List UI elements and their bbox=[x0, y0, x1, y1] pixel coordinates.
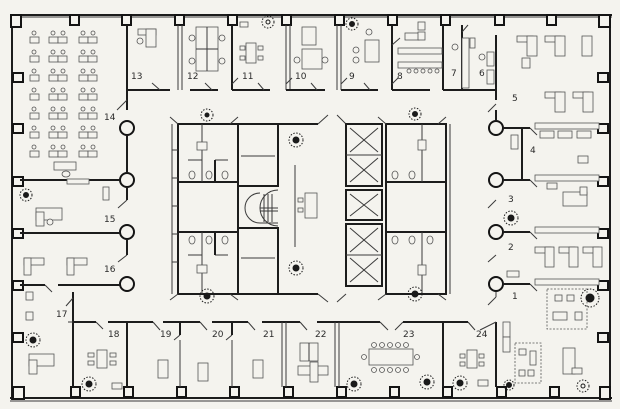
columns-sides bbox=[12, 72, 609, 343]
plant-icon bbox=[576, 379, 590, 393]
plant-icon bbox=[261, 15, 275, 29]
room-label-1: 1 bbox=[512, 292, 518, 302]
room-label-20: 20 bbox=[212, 330, 224, 340]
plant-icon bbox=[408, 107, 422, 121]
plant-icon bbox=[407, 286, 423, 302]
room-label-23: 23 bbox=[403, 330, 414, 340]
room-label-19: 19 bbox=[160, 330, 172, 340]
plant-icon bbox=[25, 332, 41, 348]
open-office-desks bbox=[29, 30, 98, 178]
central-core bbox=[169, 114, 451, 303]
room-label-13: 13 bbox=[131, 72, 142, 82]
plant-icon bbox=[452, 375, 468, 391]
room-label-24: 24 bbox=[476, 330, 488, 340]
bottom-partitions bbox=[108, 321, 497, 387]
room-label-17: 17 bbox=[56, 310, 67, 320]
room-label-2: 2 bbox=[508, 243, 514, 253]
plant-icon bbox=[580, 288, 600, 308]
room-label-7: 7 bbox=[451, 69, 457, 79]
room-label-9: 9 bbox=[349, 72, 355, 82]
plants bbox=[19, 15, 600, 393]
room-label-12: 12 bbox=[187, 72, 198, 82]
room-labels: 1 2 3 4 5 6 7 8 9 10 11 12 13 14 15 16 1… bbox=[56, 69, 536, 340]
room-label-10: 10 bbox=[295, 72, 307, 82]
columns-bottom bbox=[12, 386, 611, 400]
room-label-22: 22 bbox=[315, 330, 326, 340]
room-label-4: 4 bbox=[530, 146, 536, 156]
room-label-15: 15 bbox=[104, 215, 115, 225]
plant-icon bbox=[288, 132, 304, 148]
columns-top bbox=[10, 14, 611, 28]
plant-icon bbox=[346, 376, 362, 392]
room-label-21: 21 bbox=[263, 330, 274, 340]
office-furniture bbox=[23, 21, 603, 390]
room-label-14: 14 bbox=[104, 113, 116, 123]
plant-icon bbox=[419, 374, 435, 390]
plant-icon bbox=[503, 379, 515, 391]
room-label-11: 11 bbox=[242, 72, 253, 82]
plant-icon bbox=[81, 376, 97, 392]
plant-icon bbox=[345, 17, 359, 31]
plant-icon bbox=[200, 108, 214, 122]
room-label-8: 8 bbox=[397, 72, 403, 82]
room-label-3: 3 bbox=[508, 195, 514, 205]
room-label-18: 18 bbox=[108, 330, 120, 340]
plant-icon bbox=[288, 260, 304, 276]
room-label-5: 5 bbox=[512, 94, 518, 104]
room-label-6: 6 bbox=[479, 69, 485, 79]
room-label-16: 16 bbox=[104, 265, 116, 275]
plant-icon bbox=[199, 288, 215, 304]
plant-icon bbox=[19, 188, 33, 202]
plant-icon bbox=[503, 210, 519, 226]
